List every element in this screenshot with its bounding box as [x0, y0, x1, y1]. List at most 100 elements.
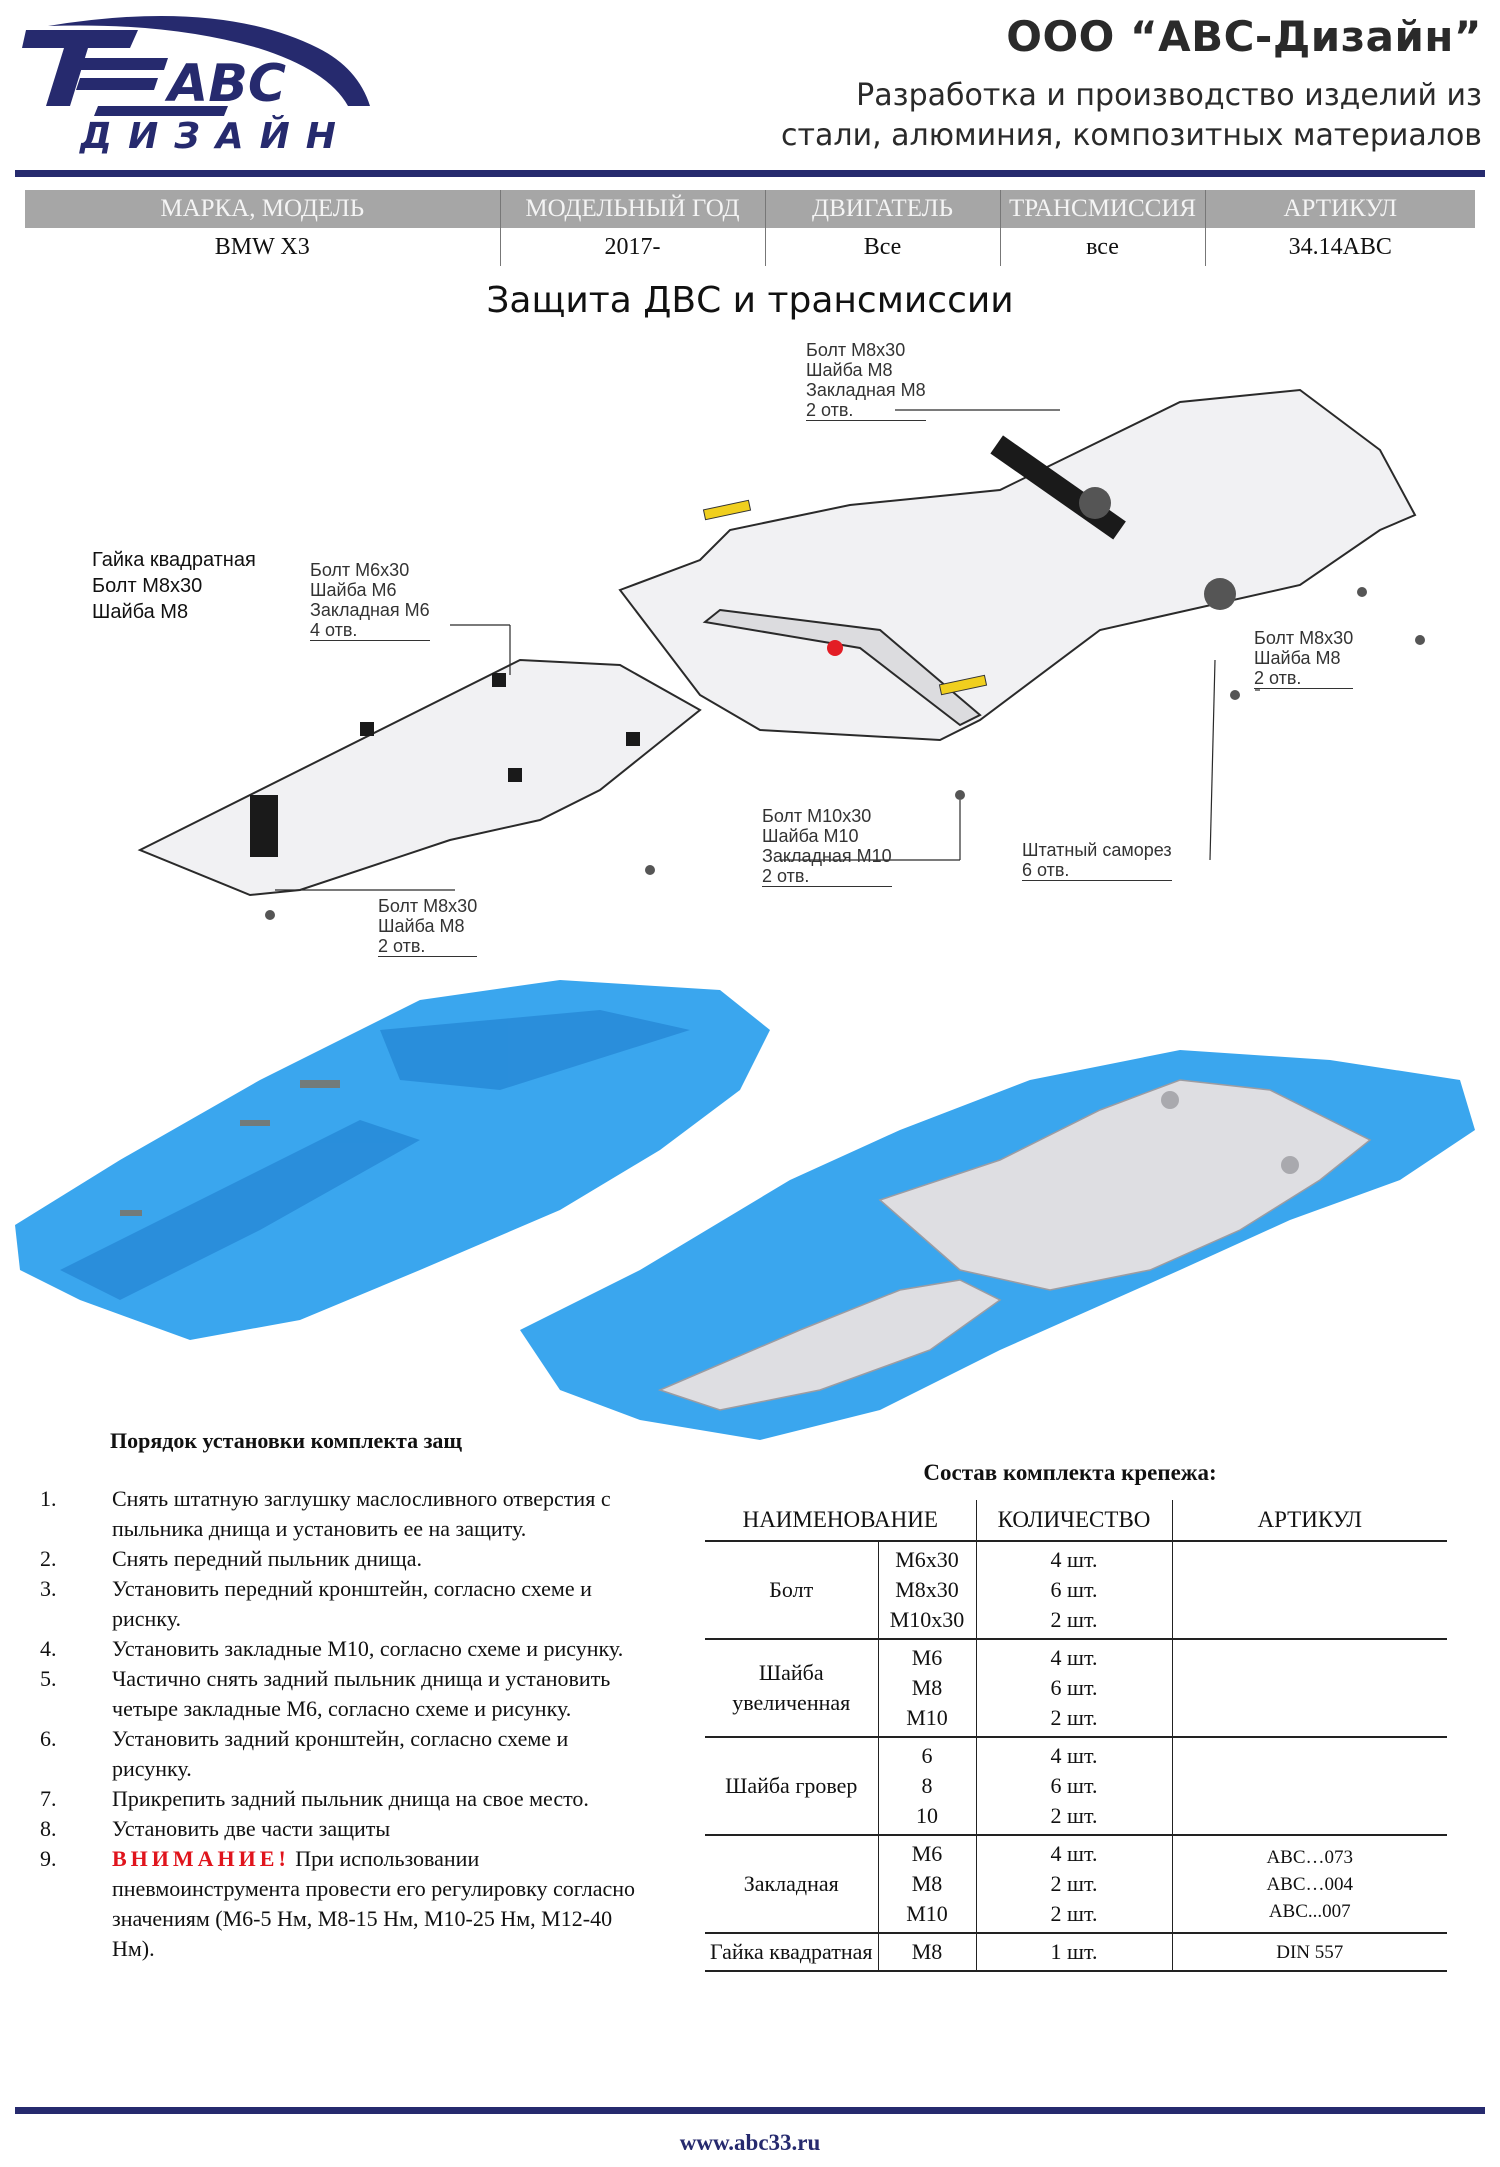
- tagline-line-1: Разработка и производство изделий из: [856, 78, 1482, 113]
- instruction-step: 1. Снять штатную заглушку маслосливного о…: [30, 1484, 650, 1544]
- step-number: 6.: [40, 1726, 57, 1751]
- kit-cell-article: DIN 557: [1171, 1933, 1447, 1972]
- kit-cell-article: [1171, 1737, 1447, 1836]
- kit-cell-size: М6х30 М8х30 М10х30: [877, 1541, 976, 1640]
- step-number: 9.: [40, 1846, 57, 1871]
- kit-cell-name: Шайба увеличенная: [705, 1639, 878, 1738]
- callout-line: Шайба М8: [92, 601, 189, 623]
- step-number: 3.: [40, 1576, 57, 1601]
- instructions-title: Порядок установки комплекта защ: [110, 1428, 462, 1453]
- callout-line: 2 отв.: [762, 866, 892, 887]
- callout-line: Болт М6х30: [310, 560, 410, 580]
- step-text: Снять передний пыльник днища.: [112, 1546, 422, 1571]
- callout-m6: Болт М6х30 Шайба М6 Закладная М6 4 отв.: [310, 560, 430, 641]
- spec-value-model: BMW X3: [214, 233, 310, 260]
- callout-line: 2 отв.: [806, 400, 926, 421]
- kit-cell-name: Шайба гровер: [705, 1737, 878, 1836]
- callout-line: Гайка квадратная: [92, 549, 256, 571]
- instruction-step: 5. Частично снять задний пыльник днища и …: [30, 1664, 650, 1724]
- callout-line: 6 отв.: [1022, 860, 1172, 881]
- callout-line: Болт М8х30: [1254, 628, 1354, 648]
- step-number: 8.: [40, 1816, 57, 1841]
- kit-cell-qty: 4 шт. 6 шт. 2 шт.: [975, 1737, 1172, 1836]
- step-number: 1.: [40, 1486, 57, 1511]
- callout-m10: Болт М10х30 Шайба М10 Закладная М10 2 от…: [762, 806, 892, 887]
- company-name: ООО “АВС-Дизайн”: [1006, 12, 1482, 61]
- spec-header-model: МАРКА, МОДЕЛЬ: [25, 190, 500, 228]
- callout-bottom-m8: Болт М8х30 Шайба М8 2 отв.: [378, 896, 478, 957]
- spec-table: МАРКА, МОДЕЛЬ МОДЕЛЬНЫЙ ГОД ДВИГАТЕЛЬ ТР…: [25, 190, 1475, 266]
- kit-cell-size: 6 8 10: [877, 1737, 976, 1836]
- kit-header-article: АРТИКУЛ: [1171, 1500, 1447, 1542]
- kit-cell-article: [1171, 1639, 1447, 1738]
- step-text: Установить две части защиты: [112, 1816, 391, 1841]
- spec-value-year: 2017-: [499, 228, 765, 266]
- callout-line: Штатный саморез: [1022, 840, 1172, 860]
- callout-line: Болт М8х30: [806, 340, 906, 360]
- callout-line: Шайба М10: [762, 826, 859, 846]
- spec-value-transmission: все: [999, 228, 1205, 266]
- underbody-scan-image: [15, 980, 1475, 1440]
- kit-cell-name: Болт: [705, 1541, 878, 1640]
- instructions-list: 1. Снять штатную заглушку маслосливного о…: [30, 1484, 650, 1964]
- logo-text-top: АВС: [168, 54, 287, 114]
- step-text: Установить передний кронштейн, согласно …: [112, 1576, 592, 1631]
- scan-plate-rear: [878, 1079, 1372, 1291]
- callout-line: Шайба М6: [310, 580, 397, 600]
- kit-cell-size: М6 М8 М10: [877, 1835, 976, 1934]
- kit-cell-name: Закладная: [705, 1835, 878, 1934]
- footer-url: www.abc33.ru: [679, 2130, 821, 2155]
- callout-left-nut: Гайка квадратная Болт М8х30 Шайба М8: [92, 547, 256, 625]
- callout-top-m8: Болт М8х30 Шайба М8 Закладная М8 2 отв.: [806, 340, 926, 421]
- kit-cell-article: ABC…073 ABC…004 ABC...007: [1171, 1835, 1447, 1934]
- callout-line: Закладная М8: [806, 380, 926, 400]
- callout-line: Шайба М8: [378, 916, 465, 936]
- instruction-step-warning: 9.ВНИМАНИЕ! При использовании пневмоинст…: [30, 1844, 650, 1964]
- callout-line: 2 отв.: [378, 936, 478, 957]
- step-text: Установить задний кронштейн, согласно сх…: [112, 1726, 569, 1781]
- header-divider: [15, 170, 1485, 177]
- step-number: 4.: [40, 1636, 57, 1661]
- product-title: Защита ДВС и трансмиссии: [486, 280, 1014, 321]
- instruction-step: 2. Снять передний пыльник днища.: [30, 1544, 650, 1574]
- spec-header-year: МОДЕЛЬНЫЙ ГОД: [499, 190, 765, 228]
- callout-line: Шайба М8: [806, 360, 893, 380]
- kit-header-qty: КОЛИЧЕСТВО: [975, 1500, 1172, 1542]
- spec-header-engine: ДВИГАТЕЛЬ: [764, 190, 1000, 228]
- instruction-step: 7. Прикрепить задний пыльник днища на сво…: [30, 1784, 650, 1814]
- step-text: Частично снять задний пыльник днища и ус…: [112, 1666, 611, 1721]
- kit-cell-qty: 4 шт. 2 шт. 2 шт.: [975, 1835, 1172, 1934]
- kit-cell-name: Гайка квадратная: [705, 1933, 878, 1972]
- assembly-drawing: [137, 388, 1425, 920]
- warning-label: ВНИМАНИЕ!: [112, 1846, 290, 1871]
- front-skid-plate: [137, 658, 702, 897]
- kit-cell-article: [1171, 1541, 1447, 1640]
- kit-cell-qty: 4 шт. 6 шт. 2 шт.: [975, 1541, 1172, 1640]
- callout-line: 4 отв.: [310, 620, 430, 641]
- kit-cell-size: М6 М8 М10: [877, 1639, 976, 1738]
- spec-header-transmission: ТРАНСМИССИЯ: [999, 190, 1205, 228]
- callout-line: Болт М8х30: [378, 896, 478, 916]
- step-text: Прикрепить задний пыльник днища на свое …: [112, 1786, 589, 1811]
- instruction-step: 8. Установить две части защиты: [30, 1814, 650, 1844]
- tagline-line-2: стали, алюминия, композитных материалов: [781, 118, 1482, 153]
- callout-line: Болт М8х30: [92, 575, 203, 597]
- spec-header-article: АРТИКУЛ: [1204, 190, 1475, 228]
- step-text: Снять штатную заглушку маслосливного отв…: [112, 1486, 611, 1541]
- step-number: 2.: [40, 1546, 57, 1571]
- spec-value-engine: Все: [764, 228, 1000, 266]
- kit-cell-qty: 4 шт. 6 шт. 2 шт.: [975, 1639, 1172, 1738]
- step-number: 7.: [40, 1786, 57, 1811]
- step-number: 5.: [40, 1666, 57, 1691]
- callout-line: 2 отв.: [1254, 668, 1354, 689]
- kit-header-name: НАИМЕНОВАНИЕ: [705, 1500, 976, 1542]
- kit-title: Состав комплекта крепежа:: [923, 1460, 1217, 1485]
- step-text: Установить закладные М10, согласно схеме…: [112, 1636, 624, 1661]
